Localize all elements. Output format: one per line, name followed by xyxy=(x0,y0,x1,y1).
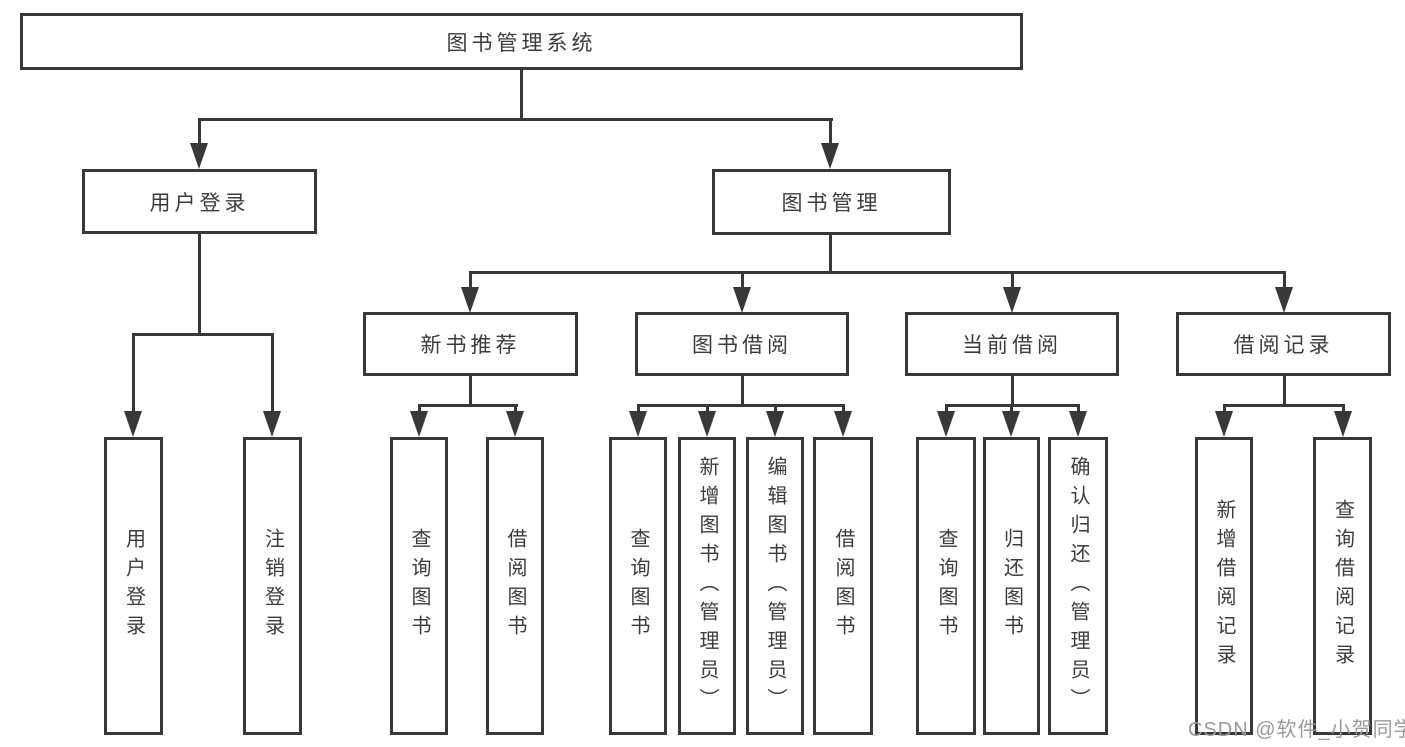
leaf-query-book-1: 查询图书 xyxy=(390,437,448,735)
arrow-down-icon xyxy=(834,411,852,437)
leaf-query-book-3: 查询图书 xyxy=(916,437,976,735)
connector-record-stem xyxy=(1283,375,1286,406)
node-new-book-rec: 新书推荐 xyxy=(363,312,578,376)
connector-user-login-bar xyxy=(132,333,274,336)
connector-arrow-shaft xyxy=(1011,271,1014,293)
connector-borrow-stem xyxy=(741,375,744,406)
connector-level3-bar xyxy=(469,271,1286,274)
arrow-down-icon xyxy=(1215,411,1233,437)
arrow-down-icon xyxy=(1002,411,1020,437)
connector-arrow-shaft xyxy=(829,118,832,150)
arrow-down-icon xyxy=(410,411,428,437)
arrow-down-icon xyxy=(1069,411,1087,437)
leaf-add-borrow-record: 新增借阅记录 xyxy=(1195,437,1253,735)
connector-borrow-bar xyxy=(637,404,845,407)
connector-arrow-shaft xyxy=(469,271,472,293)
leaf-add-book-admin: 新增图书（管理员） xyxy=(678,437,736,735)
connector-user-login-stem xyxy=(198,231,201,335)
leaf-confirm-return-admin: 确认归还（管理员） xyxy=(1048,437,1108,735)
leaf-borrow-book-1: 借阅图书 xyxy=(486,437,544,735)
leaf-borrow-book-2: 借阅图书 xyxy=(813,437,873,735)
leaf-query-borrow-record: 查询借阅记录 xyxy=(1313,437,1372,735)
leaf-query-book-1-label: 查询图书 xyxy=(408,528,430,644)
leaf-return-book: 归还图书 xyxy=(983,437,1040,735)
node-book-borrow: 图书借阅 xyxy=(635,312,849,376)
arrow-down-icon xyxy=(124,411,142,437)
arrow-down-icon xyxy=(461,287,479,313)
connector-root-stem xyxy=(520,68,523,121)
arrow-down-icon xyxy=(937,411,955,437)
node-book-mgmt-label: 图书管理 xyxy=(781,192,882,215)
arrow-down-icon xyxy=(1003,287,1021,313)
node-user-login: 用户登录 xyxy=(82,169,317,234)
arrow-down-icon xyxy=(1275,287,1293,313)
arrow-down-icon xyxy=(190,143,208,169)
connector-level2-bar xyxy=(198,118,833,121)
arrow-down-icon xyxy=(698,411,716,437)
node-user-login-label: 用户登录 xyxy=(149,191,250,215)
arrow-down-icon xyxy=(821,143,839,169)
leaf-borrow-book-1-label: 借阅图书 xyxy=(504,528,526,644)
node-book-borrow-label: 图书借阅 xyxy=(692,334,792,357)
node-borrow-record-label: 借阅记录 xyxy=(1233,334,1334,357)
arrow-down-icon xyxy=(733,287,751,313)
node-current-borrow: 当前借阅 xyxy=(905,312,1119,376)
connector-arrow-shaft xyxy=(1283,271,1286,293)
connector-record-bar xyxy=(1223,404,1345,407)
connector-new-rec-bar xyxy=(418,404,518,407)
leaf-query-book-2: 查询图书 xyxy=(609,437,667,735)
leaf-query-borrow-record-label: 查询借阅记录 xyxy=(1331,499,1354,673)
arrow-down-icon xyxy=(506,411,524,437)
leaf-borrow-book-2-label: 借阅图书 xyxy=(832,528,854,644)
leaf-user-login-label: 用户登录 xyxy=(122,528,145,644)
node-new-book-rec-label: 新书推荐 xyxy=(420,334,521,357)
leaf-query-book-2-label: 查询图书 xyxy=(627,528,649,644)
node-current-borrow-label: 当前借阅 xyxy=(962,334,1062,357)
connector-arrow-shaft xyxy=(271,333,274,418)
leaf-logout: 注销登录 xyxy=(243,437,302,735)
connector-arrow-shaft xyxy=(198,118,201,150)
arrow-down-icon xyxy=(629,411,647,437)
leaf-user-login: 用户登录 xyxy=(104,437,163,735)
leaf-edit-book-admin-label: 编辑图书（管理员） xyxy=(764,455,786,717)
node-book-mgmt: 图书管理 xyxy=(712,169,951,235)
leaf-confirm-return-admin-label: 确认归还（管理员） xyxy=(1067,455,1089,717)
leaf-add-book-admin-label: 新增图书（管理员） xyxy=(696,455,718,717)
node-root: 图书管理系统 xyxy=(20,13,1023,70)
connector-current-stem xyxy=(1011,375,1014,406)
node-root-label: 图书管理系统 xyxy=(446,31,597,55)
leaf-query-book-3-label: 查询图书 xyxy=(935,528,957,644)
node-borrow-record: 借阅记录 xyxy=(1176,312,1391,376)
leaf-edit-book-admin: 编辑图书（管理员） xyxy=(746,437,804,735)
arrow-down-icon xyxy=(766,411,784,437)
connector-book-mgmt-stem xyxy=(829,233,832,274)
connector-arrow-shaft xyxy=(741,271,744,293)
leaf-return-book-label: 归还图书 xyxy=(1000,528,1023,644)
watermark: CSDN @软件_小贺同学 xyxy=(1188,719,1405,741)
connector-arrow-shaft xyxy=(132,333,135,418)
leaf-add-borrow-record-label: 新增借阅记录 xyxy=(1213,499,1235,673)
arrow-down-icon xyxy=(1334,411,1352,437)
connector-new-rec-stem xyxy=(469,375,472,406)
arrow-down-icon xyxy=(263,411,281,437)
leaf-logout-label: 注销登录 xyxy=(261,528,284,644)
